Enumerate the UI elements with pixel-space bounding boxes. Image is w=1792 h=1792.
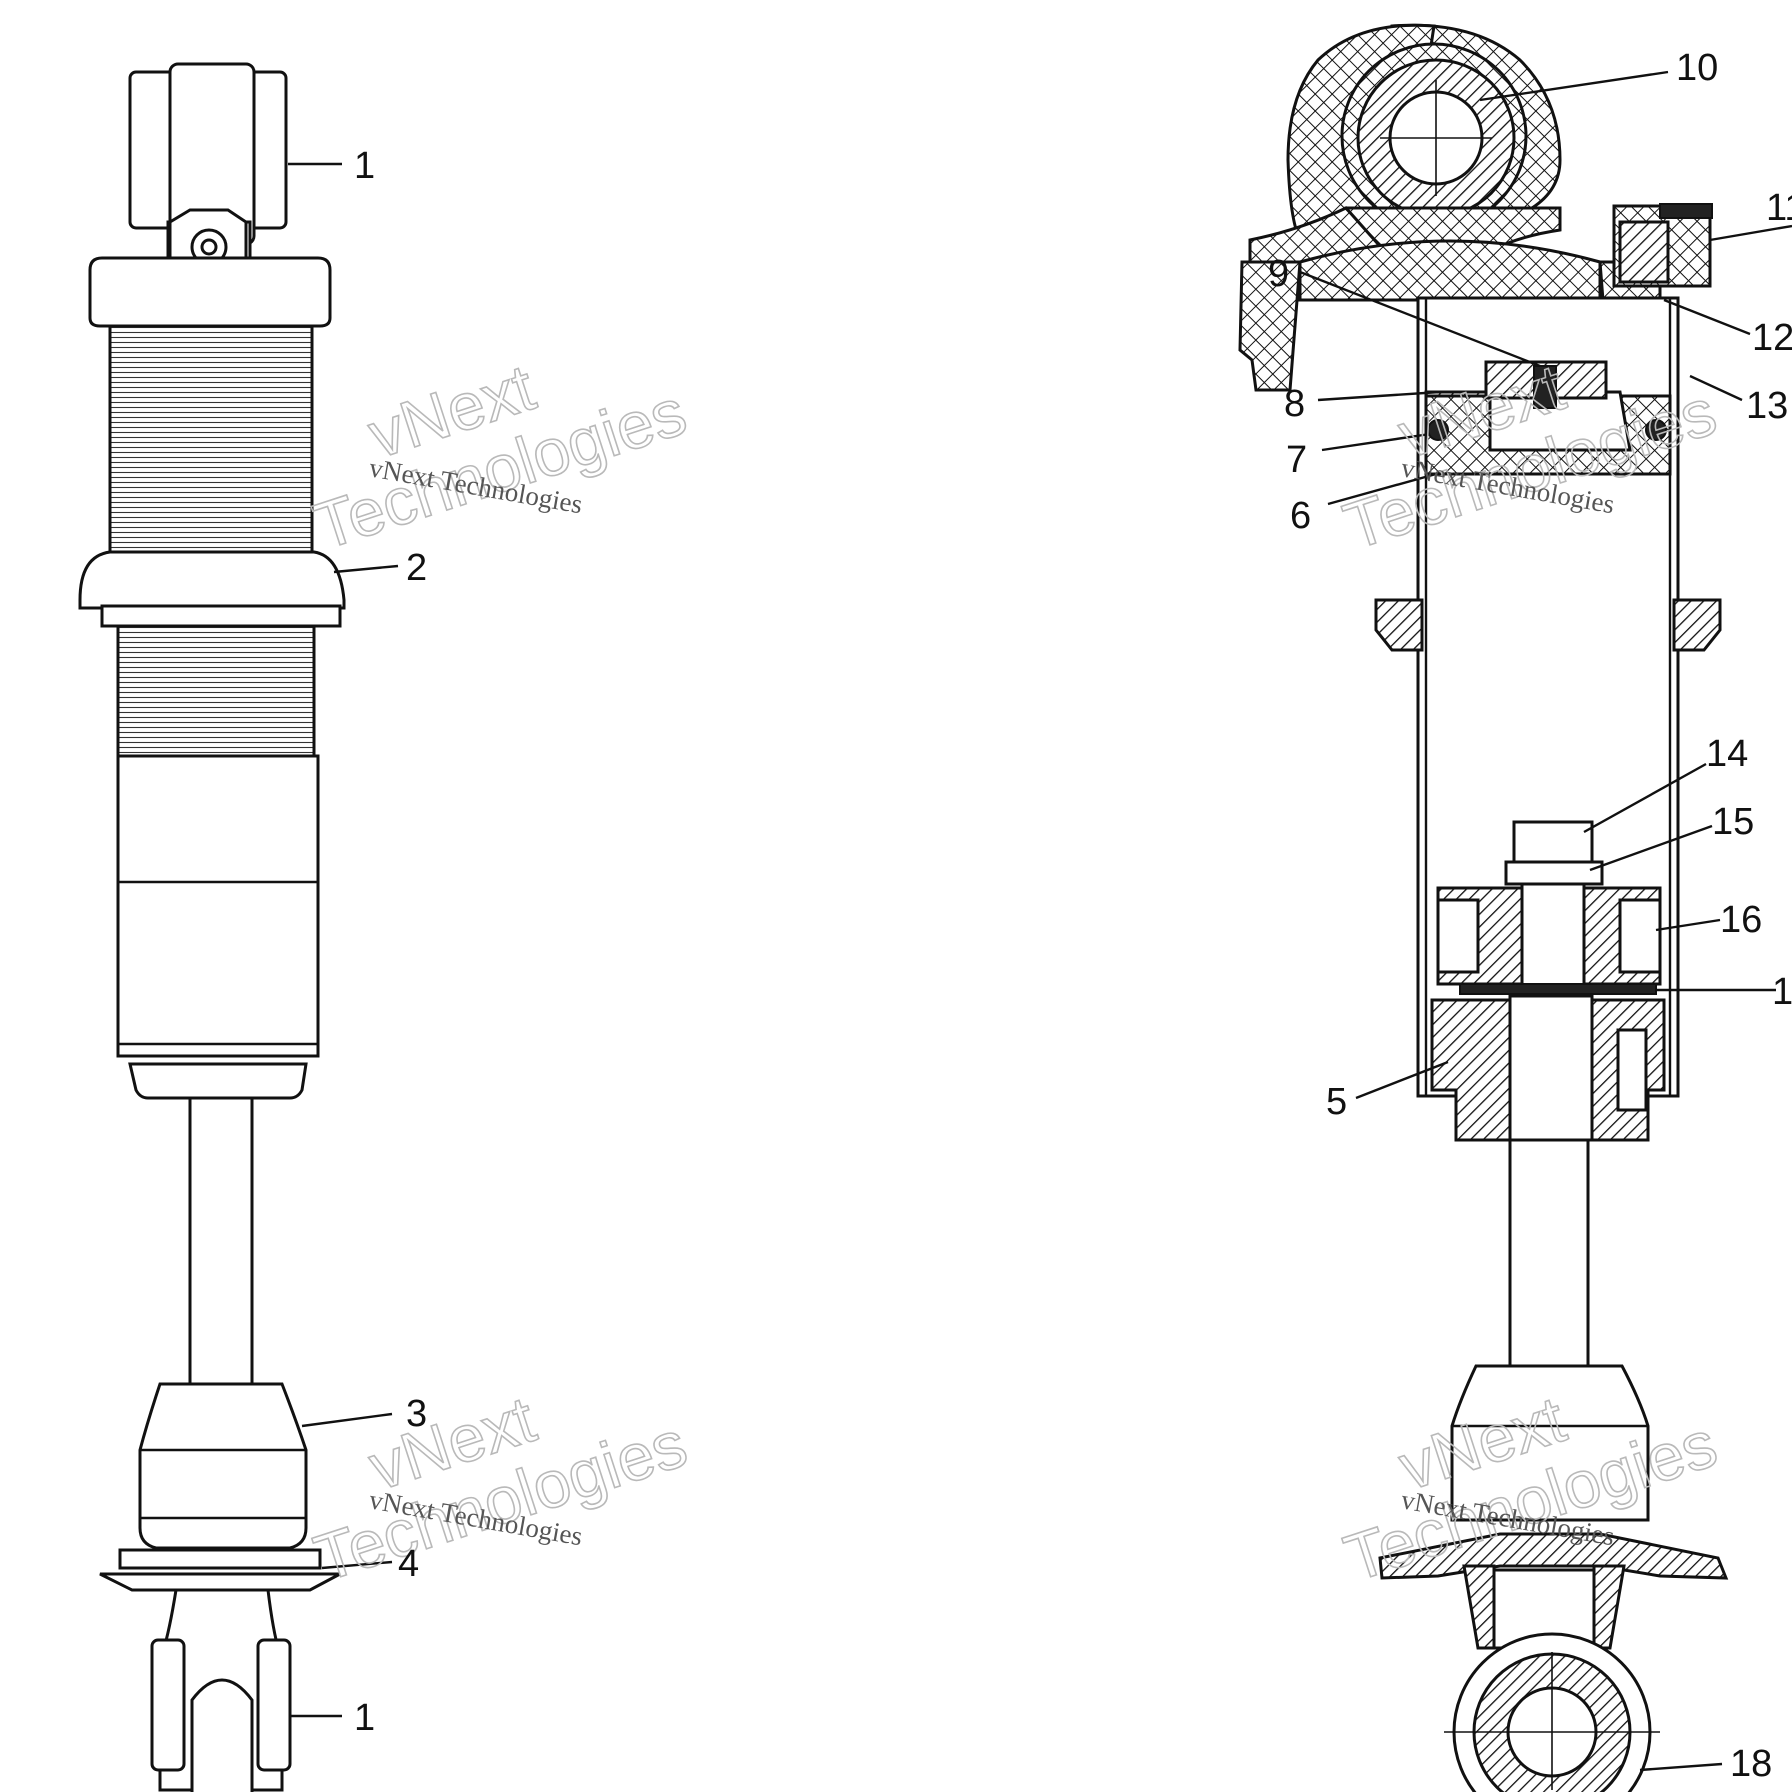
upper-spring [108, 324, 314, 558]
piston-oring-left [1427, 419, 1449, 441]
lower-bushing-left [150, 1638, 186, 1772]
callout-3: 3 [406, 1393, 427, 1435]
shim-stack [1459, 983, 1657, 995]
lower-eyelet-slot [190, 1678, 254, 1792]
callout-15: 15 [1712, 801, 1754, 843]
callout-16: 16 [1720, 899, 1762, 941]
lower-spring-seat-ring [118, 1548, 322, 1570]
lower-spring-seat [99, 1572, 341, 1592]
callout-1-bottom: 1 [354, 1697, 375, 1739]
shock-body [116, 754, 320, 1058]
callout-10: 10 [1676, 47, 1718, 89]
top-cap [88, 256, 332, 328]
callout-9: 9 [1268, 253, 1289, 295]
valve-core [1533, 365, 1557, 409]
head-dome [1298, 239, 1602, 302]
seal-head-port [1616, 1028, 1648, 1112]
piston-band-left [1436, 898, 1480, 974]
callout-18: 18 [1730, 1743, 1772, 1785]
callout-6: 6 [1290, 495, 1311, 537]
lower-bushing-right [256, 1638, 292, 1772]
mid-collar-right [1672, 598, 1722, 652]
bump-stop [138, 1382, 308, 1550]
callout-17: 17 [1772, 971, 1792, 1013]
mid-collar-left [1374, 598, 1424, 652]
valve-seal [1618, 220, 1670, 284]
callout-labels: 1 2 3 4 1 10 11 12 13 9 8 7 6 14 15 16 1… [354, 47, 1792, 1785]
callout-2: 2 [406, 547, 427, 589]
spring-collar [78, 550, 346, 610]
piston-oring-right [1645, 419, 1667, 441]
right-shock-cutaway [1238, 23, 1729, 1792]
seal-head-bore [1508, 994, 1594, 1142]
callout-12: 12 [1752, 317, 1792, 359]
body-bottom-cap [128, 1062, 308, 1100]
cutaway-shaft [1508, 1138, 1590, 1382]
callout-14: 14 [1706, 733, 1748, 775]
callout-1-top: 1 [354, 145, 375, 187]
callout-5: 5 [1326, 1081, 1347, 1123]
callout-8: 8 [1284, 383, 1305, 425]
callout-4: 4 [398, 1543, 419, 1585]
callout-11: 11 [1766, 187, 1792, 229]
piston-shaft-upper [1520, 882, 1586, 990]
leader-lines [288, 70, 1792, 1772]
valve-cap [1659, 203, 1713, 219]
piston-shaft [188, 1096, 254, 1390]
piston-washer [1504, 860, 1604, 886]
lower-hub-left [1462, 1564, 1496, 1650]
cutaway-bumper [1450, 1364, 1650, 1522]
callout-7: 7 [1286, 439, 1307, 481]
lower-spring [116, 624, 316, 758]
spring-collar-lip [100, 604, 342, 628]
left-shock-exterior [78, 62, 346, 1792]
nut-hole-inner [200, 238, 218, 256]
lower-hub-right [1592, 1564, 1626, 1650]
piston-band-right [1618, 898, 1662, 974]
callout-13: 13 [1746, 385, 1788, 427]
